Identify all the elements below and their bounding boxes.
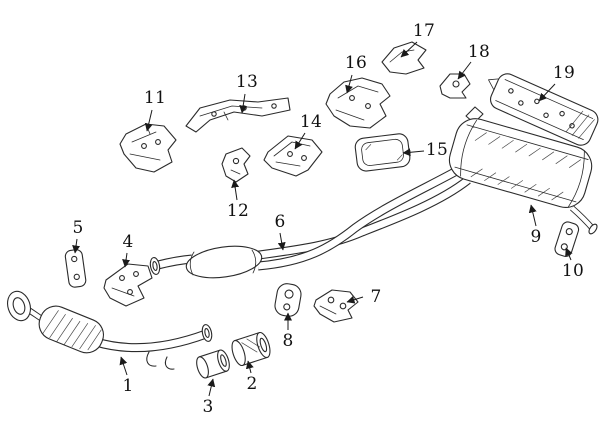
heat-shield-13 [185, 97, 291, 133]
rear-muffler [448, 106, 598, 235]
part-label-7: 7 [370, 287, 382, 307]
part-label-13: 13 [235, 72, 259, 92]
heat-shield-14 [263, 135, 323, 177]
hanger-8 [274, 283, 302, 317]
part-label-3: 3 [202, 397, 214, 417]
clamp-2 [231, 331, 271, 367]
heat-shield-11 [119, 123, 177, 173]
part-label-4: 4 [122, 232, 134, 252]
part-label-2: 2 [246, 374, 258, 394]
heat-shield-17 [381, 41, 427, 75]
part-label-1: 1 [122, 376, 134, 396]
part-label-18: 18 [467, 42, 491, 62]
part-label-8: 8 [282, 331, 294, 351]
part-label-9: 9 [530, 227, 542, 247]
heat-shield-16 [325, 77, 391, 129]
center-pipe-assembly [149, 164, 471, 279]
heat-shield-19 [488, 73, 599, 146]
catalytic-converter-assembly [7, 290, 213, 370]
part-label-12: 12 [226, 201, 250, 221]
part-label-6: 6 [274, 212, 286, 232]
part-label-16: 16 [344, 53, 368, 73]
part-label-10: 10 [561, 261, 585, 281]
part-label-14: 14 [299, 112, 323, 132]
bracket-4 [103, 263, 153, 307]
part-label-19: 19 [552, 63, 576, 83]
heat-shield-15 [354, 133, 411, 172]
part-label-15: 15 [425, 140, 449, 160]
part-label-5: 5 [72, 218, 84, 238]
part-label-17: 17 [412, 21, 436, 41]
part-label-11: 11 [143, 88, 167, 108]
plate-5 [64, 249, 87, 288]
bracket-7 [313, 289, 359, 323]
bracket-18 [439, 73, 471, 99]
bracket-12 [221, 147, 251, 183]
leader-lines [72, 41, 573, 397]
bracket-10 [554, 221, 580, 257]
clamp-3 [196, 349, 230, 379]
